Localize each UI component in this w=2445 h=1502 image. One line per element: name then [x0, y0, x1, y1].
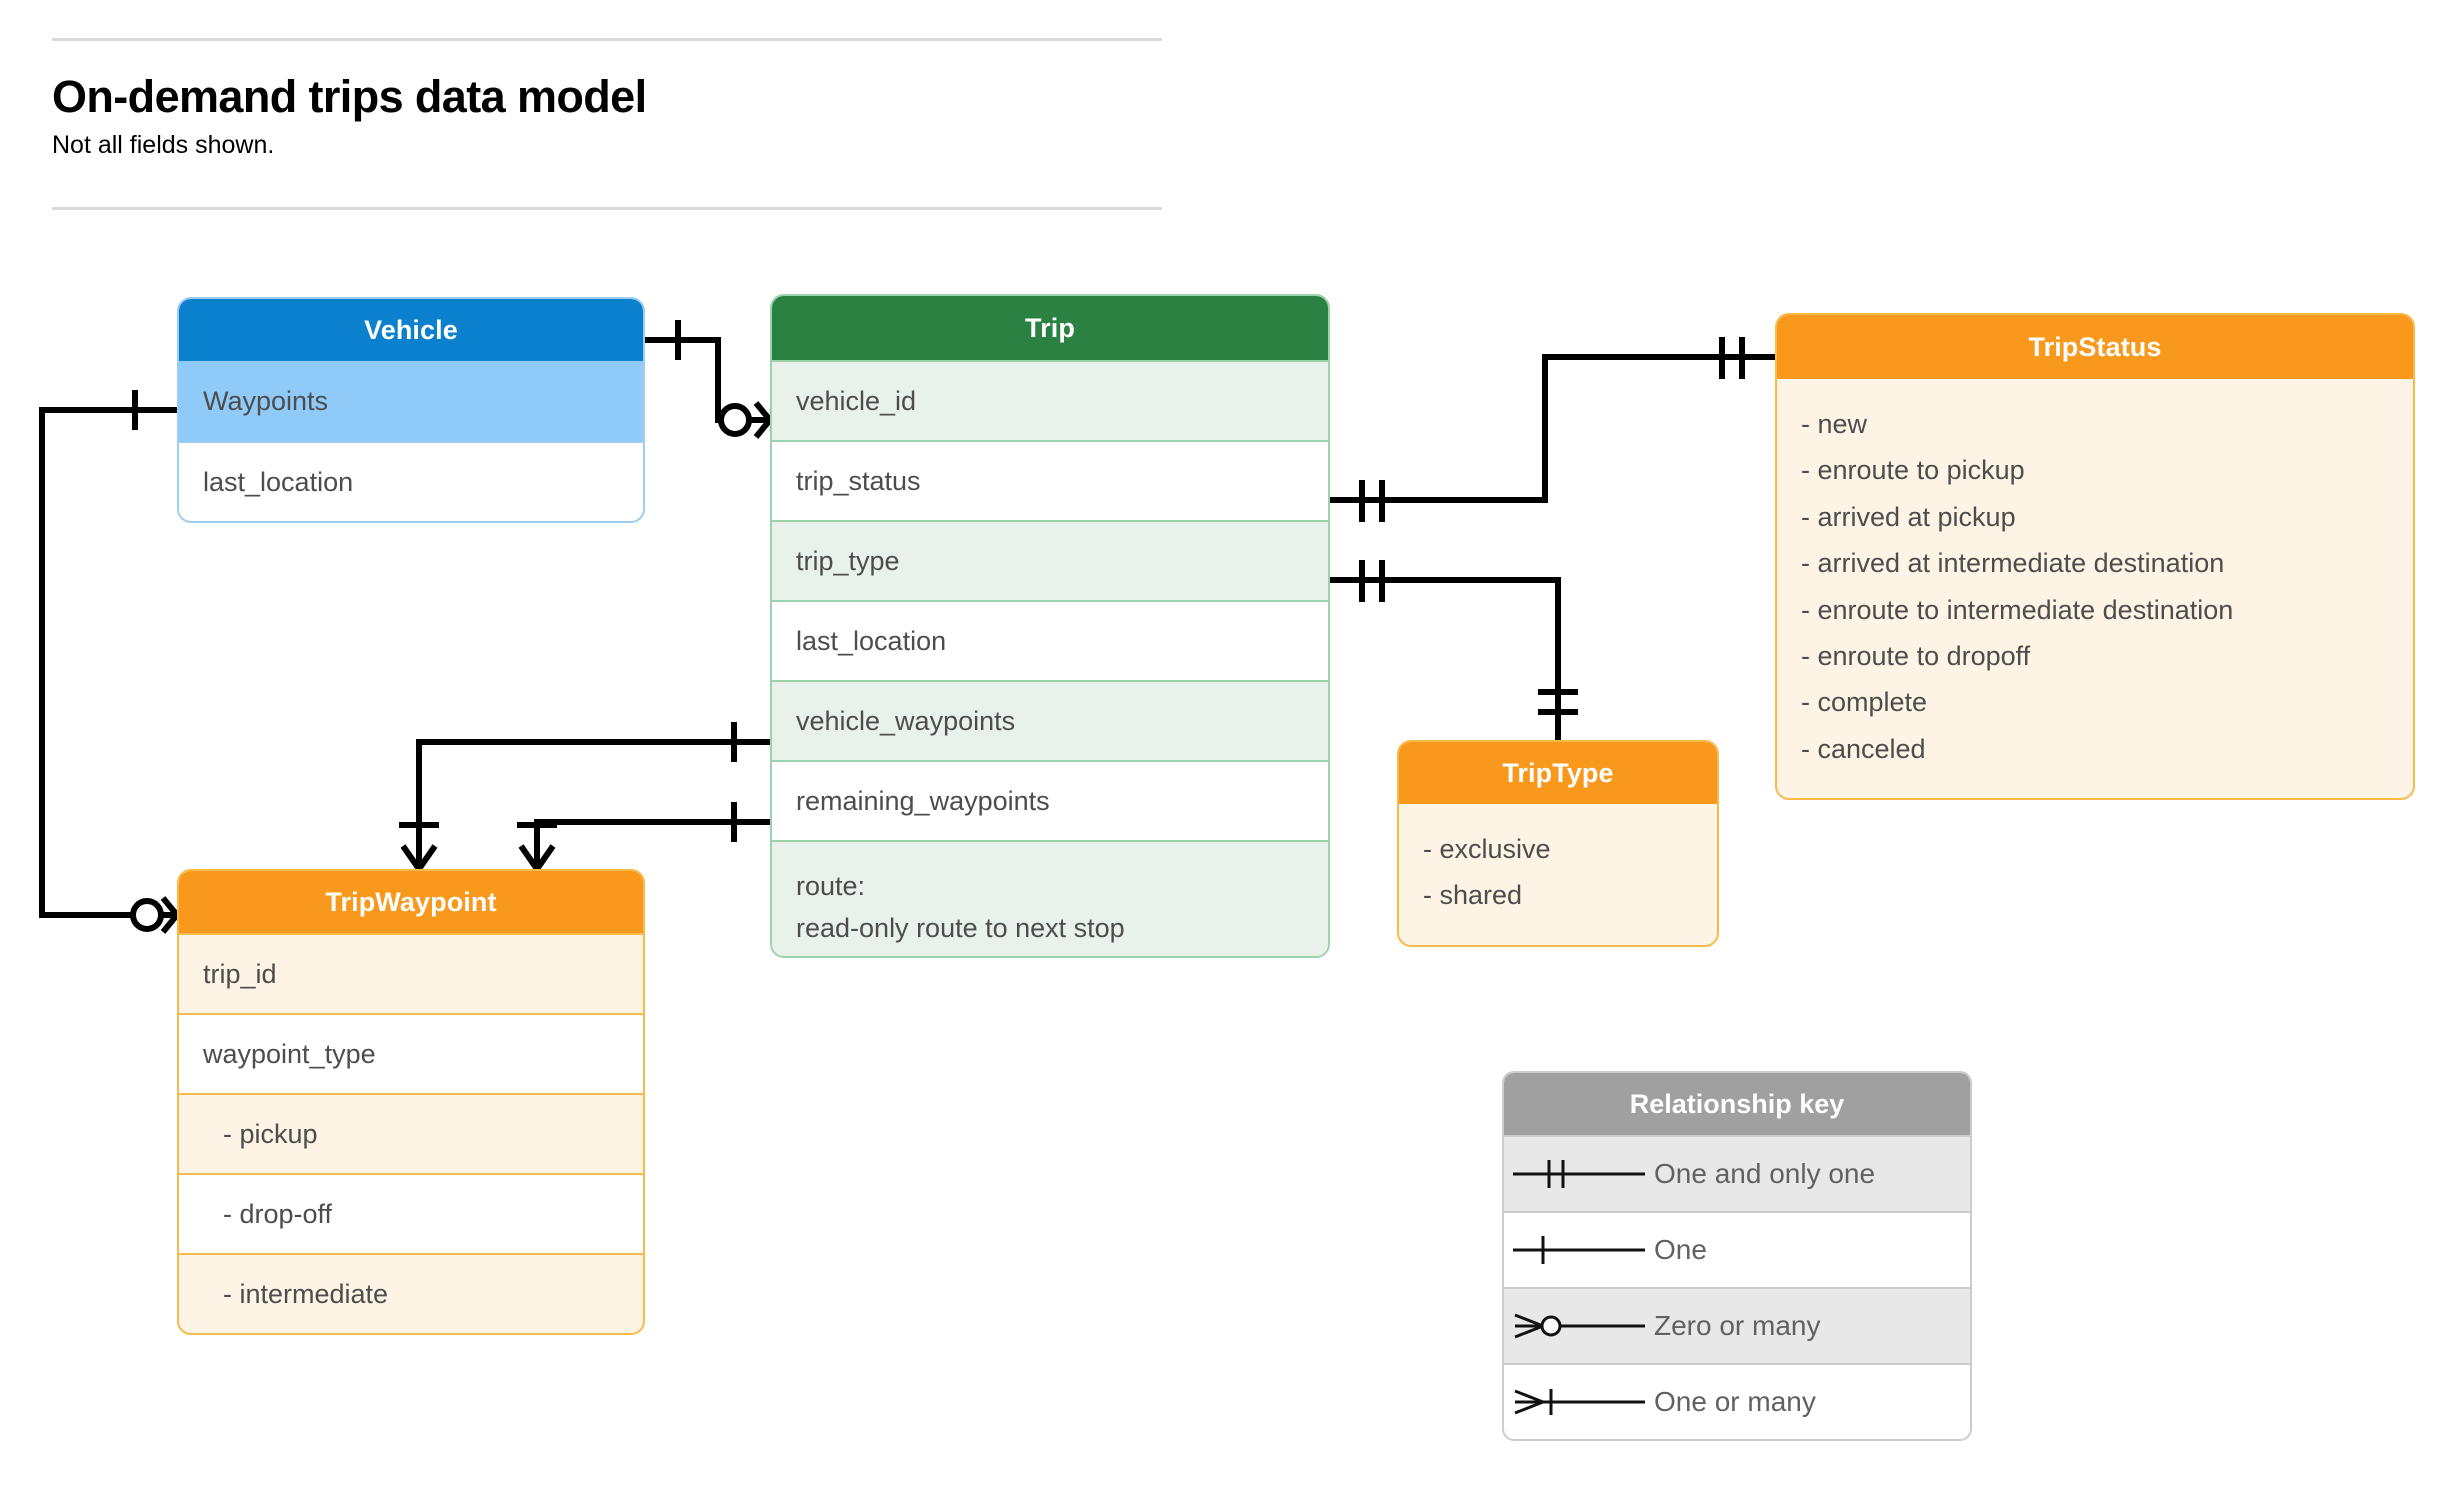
legend-label: Zero or many	[1654, 1310, 1821, 1341]
entity-tripstatus-title: TripStatus	[1777, 315, 2413, 379]
legend-row-one: One	[1504, 1211, 1970, 1287]
field-tripwaypoint-trip-id[interactable]: trip_id	[179, 933, 643, 1013]
entity-triptype[interactable]: TripType - exclusive - shared	[1397, 740, 1719, 947]
triptype-value: - shared	[1423, 880, 1523, 911]
connector-vehicle-waypoints-to-tripwaypoint	[39, 390, 180, 934]
field-trip-last-location[interactable]: last_location	[772, 600, 1328, 680]
field-trip-route-description: read-only route to next stop	[796, 912, 1125, 943]
legend-label: One	[1654, 1234, 1707, 1265]
rule-bottom	[52, 207, 1162, 210]
page-title: On-demand trips data model	[52, 71, 647, 122]
legend-label: One or many	[1654, 1386, 1816, 1417]
field-vehicle-last-location[interactable]: last_location	[179, 441, 643, 521]
tripstatus-value: - new	[1801, 409, 1868, 439]
one-and-only-one-icon	[1504, 1154, 1654, 1194]
legend-row-one-and-only-one: One and only one	[1504, 1135, 1970, 1211]
field-tripwaypoint-waypoint-type[interactable]: waypoint_type	[179, 1013, 643, 1093]
tripstatus-value: - enroute to intermediate destination	[1801, 594, 2234, 625]
field-trip-route-label: route:	[796, 871, 866, 901]
field-trip-vehicle-waypoints[interactable]: vehicle_waypoints	[772, 680, 1328, 760]
triptype-value: - exclusive	[1423, 834, 1551, 864]
tripstatus-value: - enroute to pickup	[1801, 455, 2025, 486]
field-trip-trip-status[interactable]: trip_status	[772, 440, 1328, 520]
tripstatus-value: - enroute to dropoff	[1801, 640, 2031, 671]
legend-row-one-or-many: One or many	[1504, 1363, 1970, 1439]
field-tripwaypoint-drop-off[interactable]: - drop-off	[179, 1173, 643, 1253]
header-block: On-demand trips data model Not all field…	[52, 38, 1162, 160]
connector-remaining-waypoints-to-tripwaypoint	[517, 802, 770, 871]
entity-trip-title: Trip	[772, 296, 1328, 360]
field-trip-trip-type[interactable]: trip_type	[772, 520, 1328, 600]
triptype-value-list: - exclusive - shared	[1399, 804, 1717, 945]
field-vehicle-waypoints[interactable]: Waypoints	[179, 361, 643, 441]
legend-row-zero-or-many: Zero or many	[1504, 1287, 1970, 1363]
legend-label: One and only one	[1654, 1158, 1876, 1189]
entity-tripwaypoint[interactable]: TripWaypoint trip_id waypoint_type - pic…	[177, 869, 645, 1335]
connector-vehicle-to-trip	[645, 320, 773, 439]
zero-or-many-icon	[1504, 1306, 1654, 1346]
tripstatus-value: - arrived at pickup	[1801, 501, 2016, 532]
field-tripwaypoint-pickup[interactable]: - pickup	[179, 1093, 643, 1173]
field-trip-remaining-waypoints[interactable]: remaining_waypoints	[772, 760, 1328, 840]
rule-top	[52, 38, 1162, 41]
tripstatus-value: - canceled	[1801, 733, 1926, 764]
one-or-many-icon	[1504, 1382, 1654, 1422]
connector-trip-to-tripstatus	[1330, 337, 1775, 522]
entity-tripstatus[interactable]: TripStatus - new - enroute to pickup - a…	[1775, 313, 2415, 801]
tripstatus-value-list: - new - enroute to pickup - arrived at p…	[1777, 379, 2413, 798]
entity-vehicle-title: Vehicle	[179, 299, 643, 361]
connector-trip-to-triptype	[1330, 560, 1578, 740]
field-trip-route[interactable]: route: read-only route to next stop	[772, 840, 1328, 956]
tripstatus-value: - arrived at intermediate destination	[1801, 548, 2225, 579]
field-trip-vehicle-id[interactable]: vehicle_id	[772, 360, 1328, 440]
page-subtitle: Not all fields shown.	[52, 131, 275, 160]
field-tripwaypoint-intermediate[interactable]: - intermediate	[179, 1253, 643, 1333]
connector-vehicle-waypoints-field-to-tripwaypoint	[399, 722, 770, 871]
entity-vehicle[interactable]: Vehicle Waypoints last_location	[177, 297, 645, 523]
relationship-key-legend: Relationship key One and only one One	[1502, 1071, 1972, 1441]
entity-trip[interactable]: Trip vehicle_id trip_status trip_type la…	[770, 294, 1330, 958]
one-icon	[1504, 1230, 1654, 1270]
legend-title: Relationship key	[1504, 1073, 1970, 1135]
entity-tripwaypoint-title: TripWaypoint	[179, 871, 643, 933]
tripstatus-value: - complete	[1801, 687, 1928, 718]
entity-triptype-title: TripType	[1399, 742, 1717, 804]
